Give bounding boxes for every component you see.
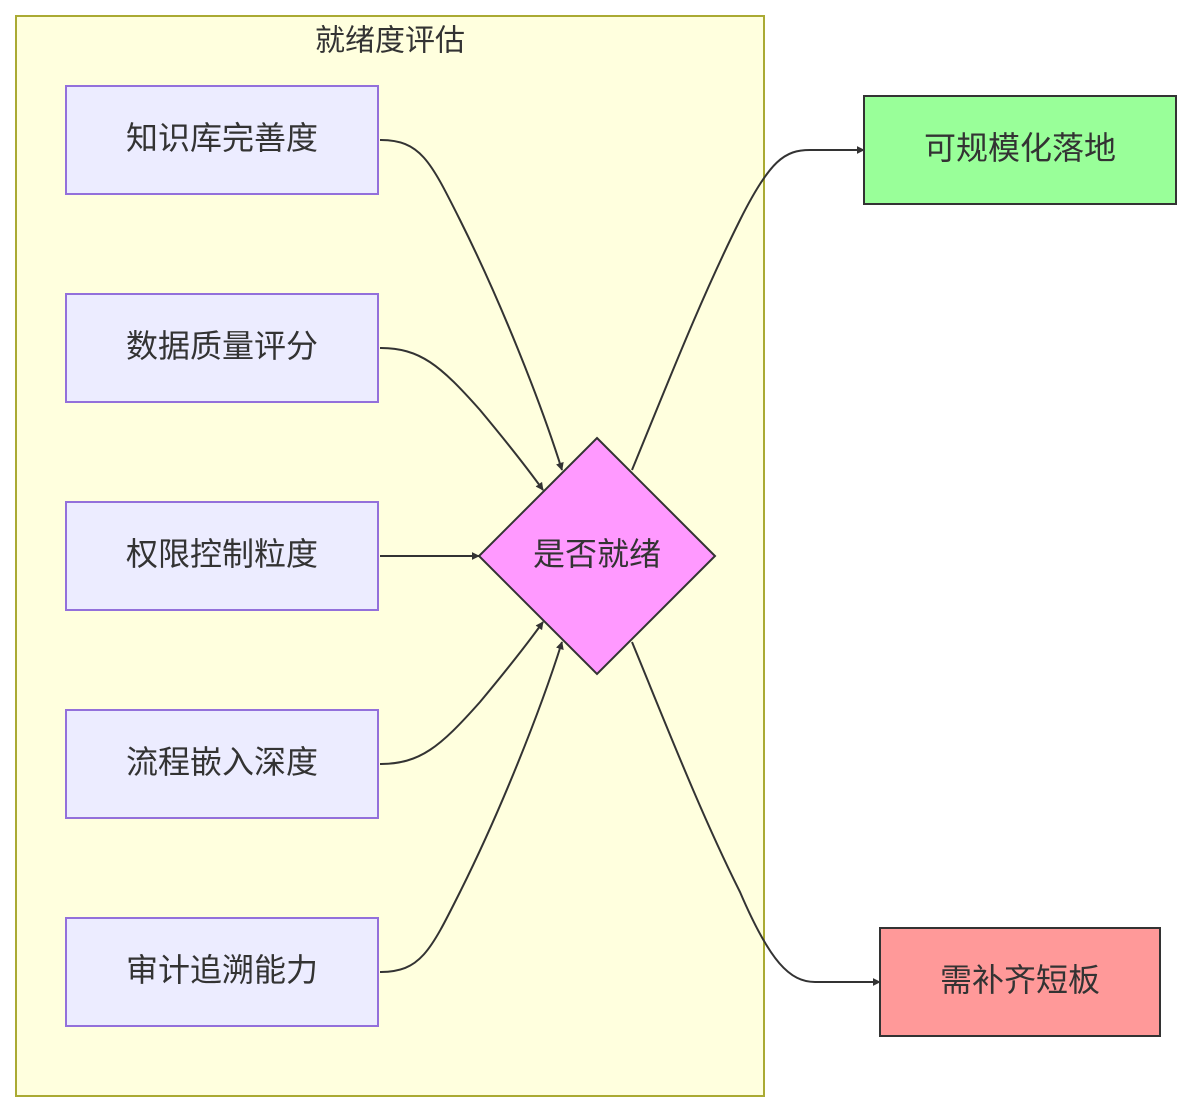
edge-decision-to-gap	[631, 641, 881, 986]
node-process-embedding-label: 流程嵌入深度	[126, 743, 318, 781]
node-decision-label: 是否就绪	[533, 535, 661, 573]
edge-audit-to-decision	[379, 641, 564, 973]
node-data-quality: 数据质量评分	[65, 293, 379, 403]
node-process-embedding: 流程嵌入深度	[65, 709, 379, 819]
node-gap: 需补齐短板	[879, 927, 1161, 1037]
node-scale-box	[863, 95, 1177, 205]
node-gap-label: 需补齐短板	[940, 961, 1100, 999]
node-audit-trace: 审计追溯能力	[65, 917, 379, 1027]
node-data-quality-label: 数据质量评分	[126, 327, 318, 365]
node-knowledge-base: 知识库完善度	[65, 85, 379, 195]
node-audit-trace-box	[65, 917, 379, 1027]
node-scale-label: 可规模化落地	[924, 129, 1116, 167]
node-gap-box	[879, 927, 1161, 1037]
edges	[379, 139, 881, 986]
node-knowledge-base-box	[65, 85, 379, 195]
node-permission-label: 权限控制粒度	[126, 535, 318, 573]
node-decision-diamond	[477, 436, 717, 676]
node-permission-box	[65, 501, 379, 611]
node-audit-trace-label: 审计追溯能力	[126, 951, 318, 989]
node-scale: 可规模化落地	[863, 95, 1177, 205]
node-process-embedding-box	[65, 709, 379, 819]
edge-kb-to-decision	[379, 139, 564, 471]
edge-dq-to-decision	[379, 347, 544, 491]
node-data-quality-box	[65, 293, 379, 403]
edge-decision-to-scale	[631, 146, 865, 471]
node-knowledge-base-label: 知识库完善度	[126, 119, 318, 157]
node-permission: 权限控制粒度	[65, 501, 379, 611]
readiness-group-title: 就绪度评估	[315, 24, 465, 59]
edge-flow-to-decision	[379, 621, 544, 765]
node-decision: 是否就绪	[477, 436, 717, 676]
